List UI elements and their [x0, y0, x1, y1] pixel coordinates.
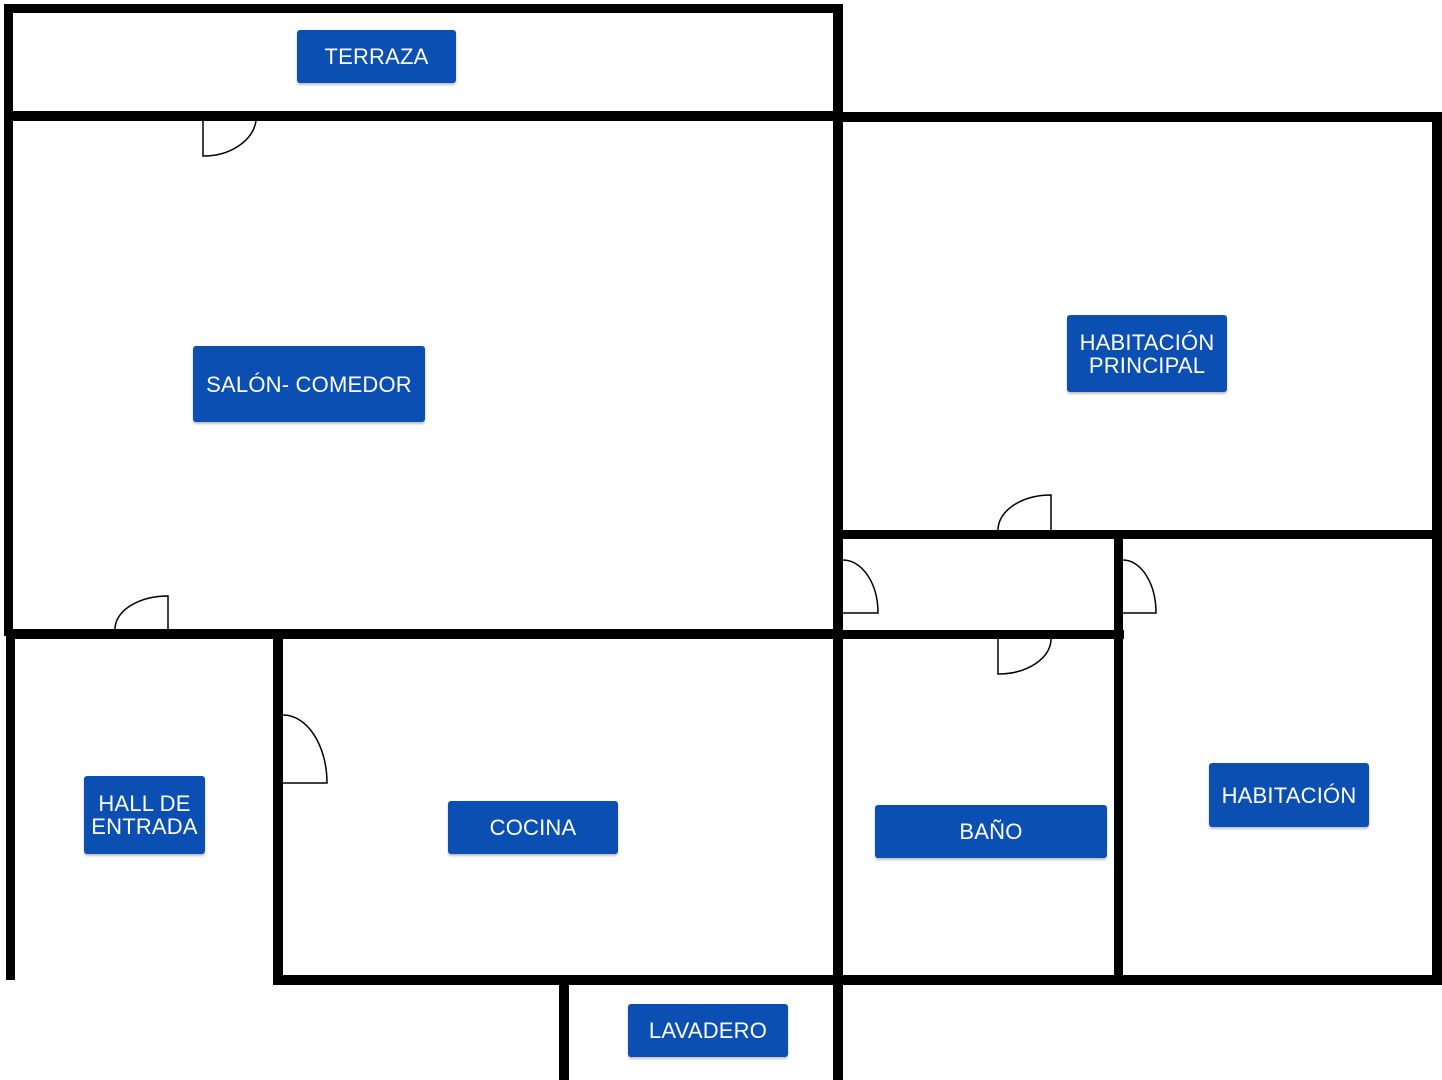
door-hall-salon-icon [114, 595, 169, 630]
wall-salon-top [4, 111, 840, 121]
wall-lavadero-left [559, 980, 569, 1080]
room-label-hall-de-entrada: HALL DE ENTRADA [84, 776, 205, 854]
wall-bottom [273, 975, 1442, 985]
room-label-habitacion-principal: HABITACIÓN PRINCIPAL [1067, 315, 1227, 392]
doors [114, 120, 1157, 784]
wall-hall-cocina [273, 635, 283, 985]
door-terraza-icon [202, 120, 257, 157]
wall-left-upper [4, 4, 13, 636]
wall-bano-habitacion [1114, 535, 1123, 980]
wall-right [1432, 112, 1442, 984]
wall-habitacion-principal-top [840, 112, 1441, 122]
wall-bano-vestibule-bottom [840, 630, 1124, 639]
door-bano-icon [997, 638, 1052, 675]
wall-habitacion-principal-bottom [840, 530, 1441, 539]
room-label-bano: BAÑO [875, 805, 1107, 858]
wall-salon-bottom [6, 629, 840, 639]
door-habitacion-icon [1122, 559, 1157, 614]
room-label-habitacion: HABITACIÓN [1209, 763, 1369, 827]
walls [4, 4, 1442, 1080]
wall-terraza-top [5, 4, 843, 13]
wall-left-lower [6, 630, 15, 980]
room-label-lavadero: LAVADERO [628, 1004, 788, 1057]
door-vestibule-left-icon [842, 559, 879, 614]
door-cocina-icon [282, 714, 328, 784]
room-label-salon-comedor: SALÓN- COMEDOR [193, 346, 425, 422]
wall-center-vertical [833, 4, 843, 1080]
door-habitacion-principal-icon [997, 494, 1052, 531]
room-label-terraza: TERRAZA [297, 30, 456, 83]
room-label-cocina: COCINA [448, 801, 618, 854]
